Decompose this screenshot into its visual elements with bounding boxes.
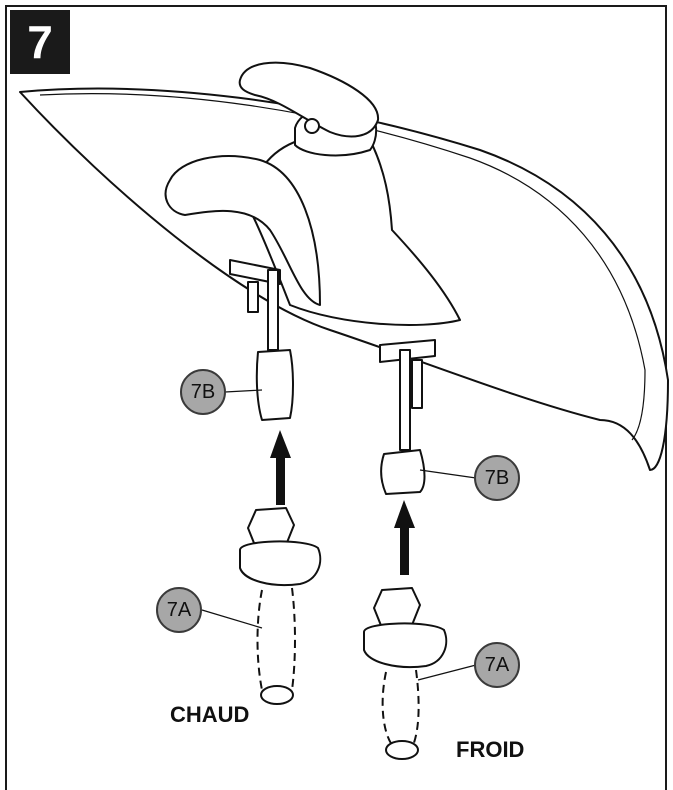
callout-7b-cold: 7B <box>474 455 520 501</box>
leader-7a-hot <box>201 609 263 629</box>
leader-7b-hot <box>224 389 263 393</box>
arrow-hot-shaft <box>276 455 285 505</box>
label-cold: FROID <box>456 737 525 762</box>
leader-7a-cold <box>417 664 477 681</box>
supply-collar-cold <box>363 622 448 668</box>
supply-tube-hot <box>256 587 296 691</box>
shank-cold <box>399 349 411 451</box>
arrow-cold-head <box>394 500 415 528</box>
arrow-hot-head <box>270 430 291 458</box>
handle-set-screw <box>304 118 320 134</box>
supply-tube-hot-end <box>260 685 294 705</box>
stud-right <box>411 359 423 409</box>
supply-tube-cold <box>381 669 420 749</box>
callout-7a-hot: 7A <box>156 587 202 633</box>
arrow-cold-shaft <box>400 525 409 575</box>
faucet-handle <box>238 61 380 138</box>
supply-collar-hot <box>239 540 322 586</box>
label-hot: CHAUD <box>170 702 250 727</box>
supply-tube-cold-end <box>385 740 419 760</box>
coupling-nut-cold <box>380 449 426 495</box>
stud-left <box>247 281 259 313</box>
supply-nut-cold <box>373 587 421 629</box>
coupling-nut-hot <box>255 349 294 421</box>
faucet-spout <box>164 155 321 306</box>
step-number-badge: 7 <box>10 10 70 74</box>
leader-7b-cold <box>419 469 477 479</box>
shank-hot <box>267 269 279 351</box>
callout-7b-hot: 7B <box>180 369 226 415</box>
deck-plate-inner <box>39 93 646 441</box>
callout-7a-cold: 7A <box>474 642 520 688</box>
